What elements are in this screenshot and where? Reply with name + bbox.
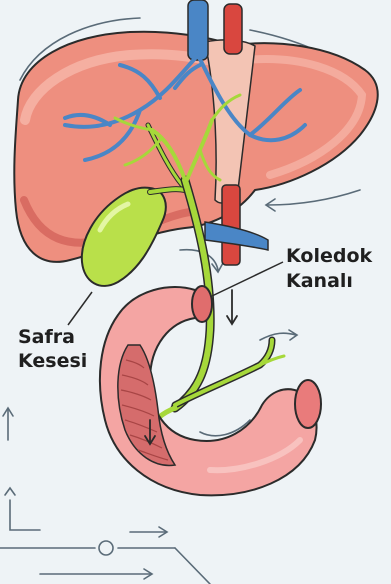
label-bile-duct-line2: Kanalı [286, 270, 353, 292]
artery-top [224, 4, 242, 54]
label-bile-duct-line1: Koledok [286, 245, 372, 267]
flow-node [99, 541, 113, 555]
leader-line-gallbladder [68, 292, 92, 325]
flow-arrow-right-liver [268, 190, 360, 205]
duodenum-right-opening [295, 380, 321, 428]
flow-arrow-head [5, 488, 15, 495]
flow-line-diagonal [175, 548, 210, 584]
label-gallbladder-line1: Safra [18, 326, 75, 348]
leader-line-bile-duct [212, 262, 283, 296]
duodenum-top-opening [192, 286, 212, 322]
label-gallbladder-line2: Kesesi [18, 350, 87, 372]
flow-arrow-side-bottom [10, 500, 40, 530]
portal-vein-top [188, 0, 208, 60]
